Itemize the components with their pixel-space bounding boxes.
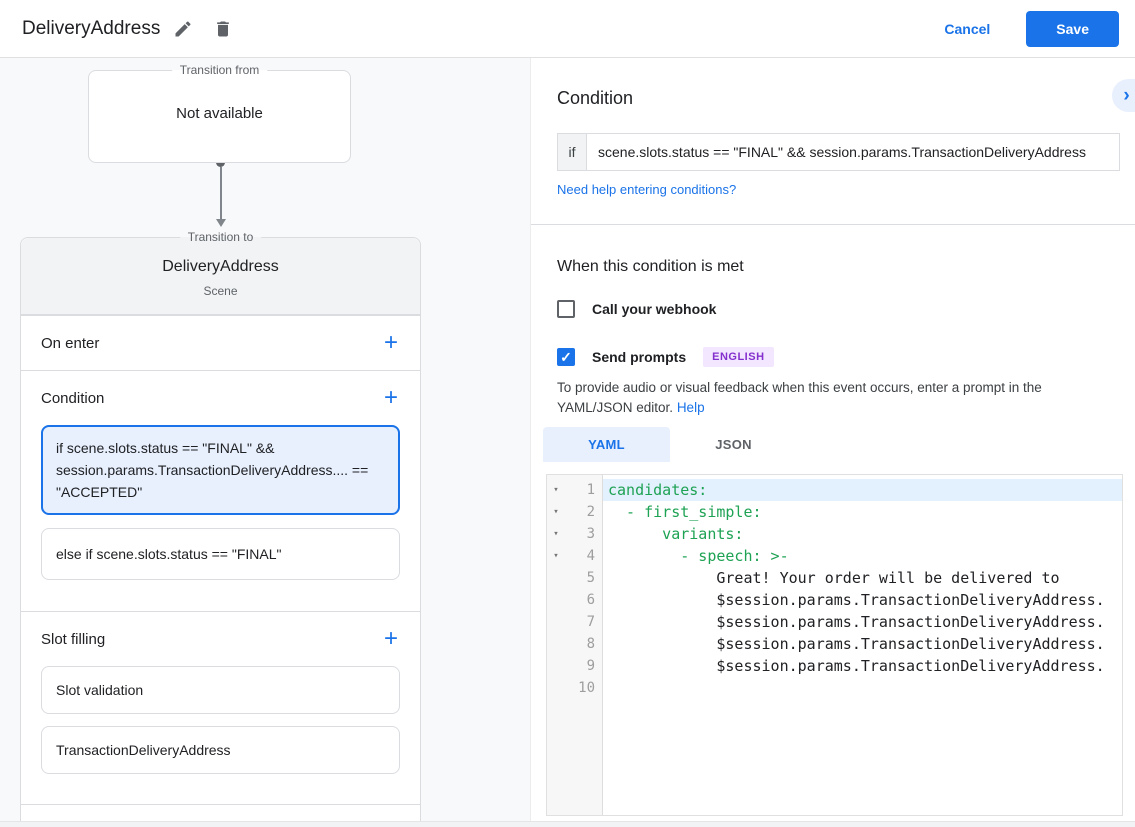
edit-pencil-icon — [173, 19, 193, 39]
cancel-button[interactable]: Cancel — [928, 13, 1006, 45]
prompt-description-text: To provide audio or visual feedback when… — [557, 380, 1042, 415]
condition-panel-title: Condition — [557, 88, 634, 108]
line-number: 8 — [586, 636, 595, 652]
line-number: 7 — [586, 614, 595, 630]
condition-help-link[interactable]: Need help entering conditions? — [557, 182, 737, 197]
line-number: 5 — [586, 570, 595, 586]
gutter-line: ▾ 4 — [547, 545, 602, 567]
slot-filling-label: Slot filling — [41, 630, 106, 648]
gutter-line: 10 — [547, 677, 602, 699]
code-line: $session.params.TransactionDeliveryAddre… — [608, 613, 1105, 631]
transition-from-text: Not available — [176, 105, 263, 122]
editor-gutter: ▾ 1 ▾ 2 ▾ 3 ▾ 4 5 6 7 8 9 10 — [547, 475, 603, 815]
if-prefix-label: if — [557, 133, 586, 171]
scene-type-label: Scene — [203, 284, 238, 298]
on-enter-section: On enter + — [21, 315, 420, 370]
line-number: 6 — [586, 592, 595, 608]
on-enter-label: On enter — [41, 334, 100, 352]
line-number: 10 — [578, 680, 595, 696]
slot-item[interactable]: Slot validation — [41, 666, 400, 714]
gutter-line: ▾ 3 — [547, 523, 602, 545]
scene-graph-pane: Transition from Not available Transition… — [0, 58, 530, 827]
add-condition-button[interactable]: + — [383, 384, 398, 411]
code-line: - first_simple: — [608, 503, 762, 521]
scene-name: DeliveryAddress — [162, 258, 279, 275]
webhook-label: Call your webhook — [592, 301, 717, 317]
editor-tab-yaml[interactable]: YAML — [543, 427, 670, 462]
editor-tab-json[interactable]: JSON — [715, 437, 752, 452]
send-prompts-label: Send prompts — [592, 349, 687, 365]
gutter-line: 5 — [547, 567, 602, 589]
when-met-title: When this condition is met — [557, 258, 744, 275]
edit-title-button[interactable] — [166, 12, 200, 46]
connector-arrowhead-icon — [215, 219, 226, 227]
send-prompts-row: ✓ Send prompts ENGLISH — [557, 347, 1135, 367]
editor-code-area[interactable]: candidates: - first_simple: variants: - … — [603, 475, 1122, 815]
code-line: $session.params.TransactionDeliveryAddre… — [608, 591, 1105, 609]
page-title: DeliveryAddress — [22, 17, 161, 39]
webhook-checkbox[interactable] — [557, 300, 575, 318]
transition-from-legend: Transition from — [171, 63, 268, 77]
main-content: Transition from Not available Transition… — [0, 58, 1135, 827]
code-line: candidates: — [603, 479, 1122, 501]
checkmark-icon: ✓ — [560, 349, 572, 365]
webhook-row: Call your webhook — [557, 300, 1135, 318]
gutter-line: 9 — [547, 655, 602, 677]
delete-scene-button[interactable] — [206, 12, 240, 46]
scene-card-header: Transition to DeliveryAddress Scene — [21, 230, 420, 315]
gutter-line: 6 — [547, 589, 602, 611]
condition-label: Condition — [41, 389, 105, 407]
fold-arrow-icon[interactable]: ▾ — [553, 551, 559, 561]
editor-tabs: YAML JSON — [543, 427, 1135, 462]
gutter-line: 7 — [547, 611, 602, 633]
fold-arrow-icon[interactable]: ▾ — [553, 485, 559, 495]
code-line: $session.params.TransactionDeliveryAddre… — [608, 657, 1105, 675]
code-line: Great! Your order will be delivered to — [608, 569, 1060, 587]
section-divider — [531, 224, 1135, 225]
gutter-line: 8 — [547, 633, 602, 655]
yaml-editor[interactable]: ▾ 1 ▾ 2 ▾ 3 ▾ 4 5 6 7 8 9 10 candidates:… — [546, 474, 1123, 816]
fold-arrow-icon[interactable]: ▾ — [553, 529, 559, 539]
code-line: - speech: >- — [608, 547, 789, 565]
gutter-line: ▾ 1 — [547, 479, 602, 501]
line-number: 4 — [586, 548, 595, 564]
code-line: variants: — [608, 525, 744, 543]
condition-expression-row: if — [557, 133, 1120, 171]
add-on-enter-button[interactable]: + — [383, 329, 398, 356]
transition-to-legend: Transition to — [179, 230, 262, 244]
top-bar: DeliveryAddress Cancel Save — [0, 0, 1135, 58]
save-button[interactable]: Save — [1026, 10, 1119, 47]
prompt-help-link[interactable]: Help — [676, 400, 705, 415]
condition-editor-pane: Condition › if Need help entering condit… — [530, 58, 1135, 827]
line-number: 3 — [586, 526, 595, 542]
code-line: $session.params.TransactionDeliveryAddre… — [608, 635, 1105, 653]
condition-section: Condition + if scene.slots.status == "FI… — [21, 370, 420, 611]
transition-connector — [20, 158, 421, 237]
line-number: 9 — [586, 658, 595, 674]
prompt-description: To provide audio or visual feedback when… — [557, 378, 1109, 418]
line-number: 2 — [586, 504, 595, 520]
condition-item[interactable]: if scene.slots.status == "FINAL" && sess… — [41, 425, 400, 515]
code-line — [603, 677, 1122, 699]
transition-to-card: Transition to DeliveryAddress Scene On e… — [20, 230, 421, 827]
fold-arrow-icon[interactable]: ▾ — [553, 507, 559, 517]
condition-expression-input[interactable] — [586, 133, 1120, 171]
slot-item[interactable]: TransactionDeliveryAddress — [41, 726, 400, 774]
chevron-right-icon: › — [1123, 84, 1130, 106]
send-prompts-checkbox[interactable]: ✓ — [557, 348, 575, 366]
condition-items: if scene.slots.status == "FINAL" && sess… — [21, 425, 420, 611]
line-number: 1 — [586, 482, 595, 498]
collapse-panel-button[interactable]: › — [1112, 79, 1135, 112]
delete-trash-icon — [213, 19, 233, 39]
bottom-edge-strip — [0, 821, 1135, 827]
gutter-line: ▾ 2 — [547, 501, 602, 523]
condition-item[interactable]: else if scene.slots.status == "FINAL" — [41, 528, 400, 580]
transition-from-box: Transition from Not available — [88, 63, 351, 163]
connector-line — [219, 167, 222, 219]
language-badge: ENGLISH — [703, 347, 774, 367]
add-slot-button[interactable]: + — [383, 625, 398, 652]
